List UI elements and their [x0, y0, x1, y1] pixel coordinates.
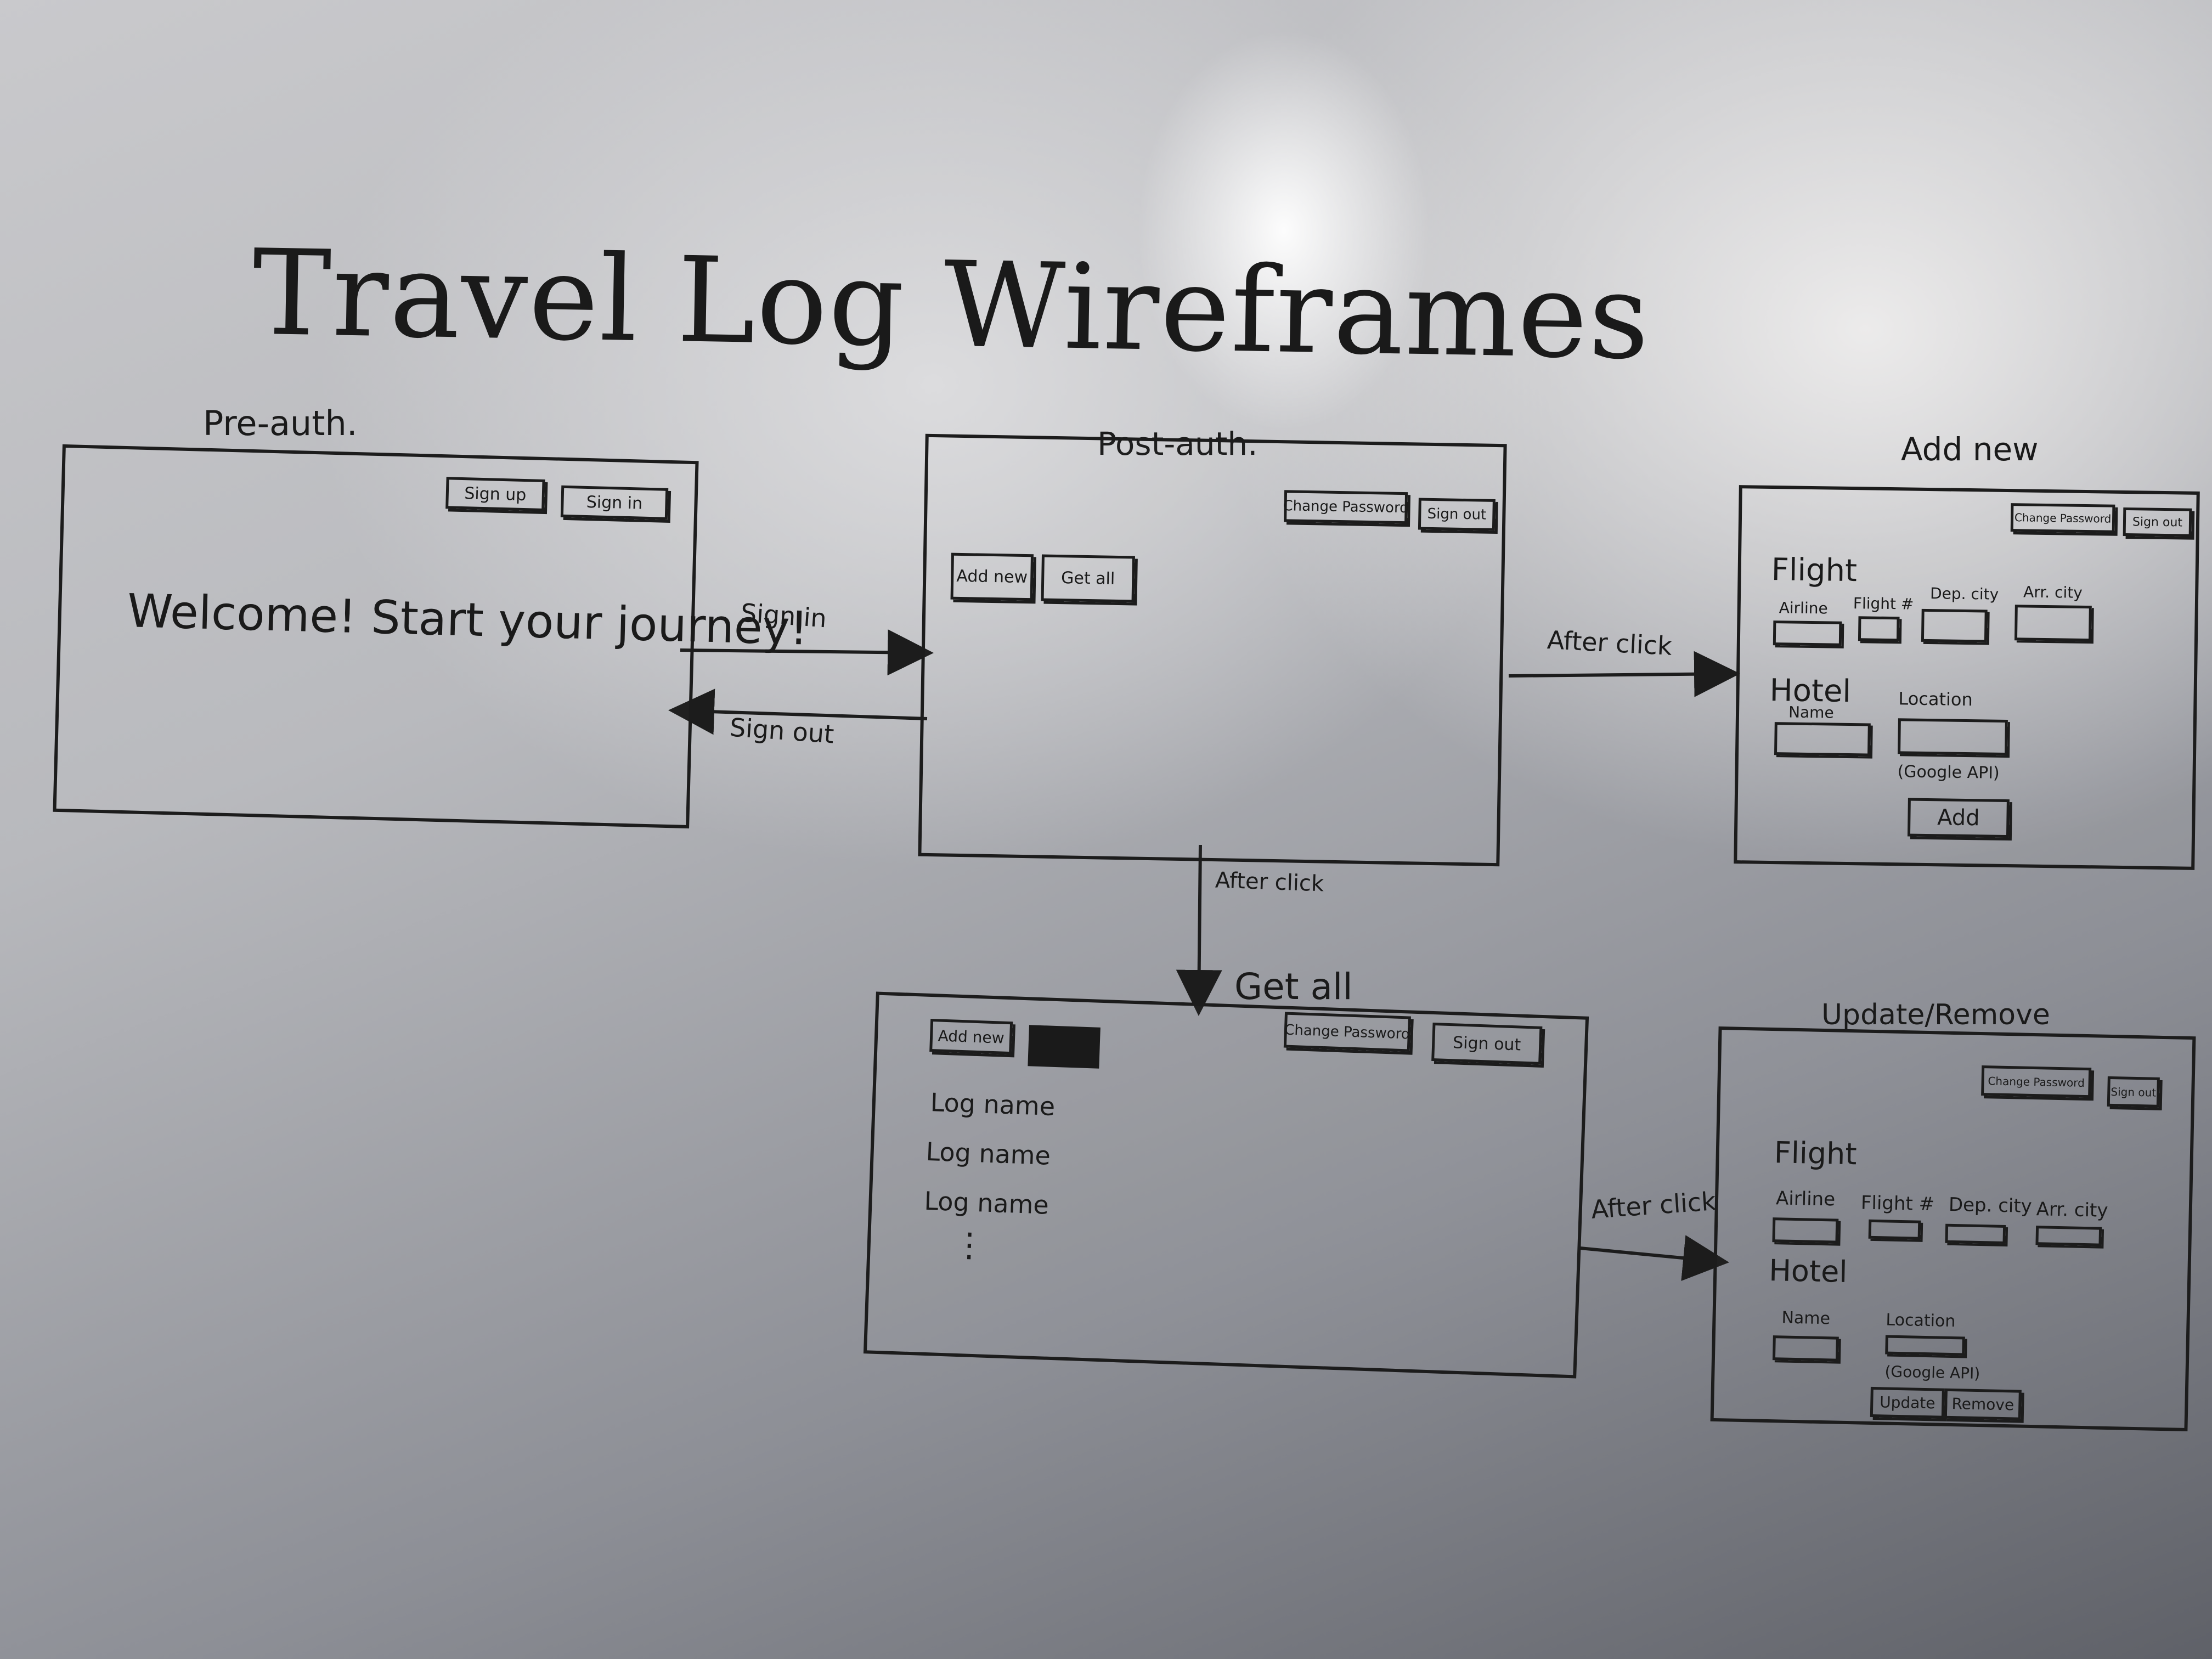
sign-out-button[interactable]: Sign out	[2107, 1076, 2160, 1108]
post-auth-frame: Change Password Sign out Add new Get all	[918, 433, 1507, 867]
flight-number-input[interactable]	[1868, 1219, 1921, 1240]
dep-city-input[interactable]	[1921, 608, 1988, 643]
airline-input[interactable]	[1773, 620, 1842, 646]
change-password-button[interactable]: Change Password	[2010, 503, 2115, 533]
sign-out-button[interactable]: Sign out	[1418, 498, 1496, 531]
log-name-item[interactable]: Log name	[929, 1087, 1056, 1122]
remove-button[interactable]: Remove	[1944, 1388, 2022, 1420]
pre-auth-label: Pre-auth.	[203, 403, 358, 443]
add-new-button[interactable]: Add new	[929, 1019, 1013, 1055]
get-all-button[interactable]: Get all	[1041, 554, 1135, 603]
get-all-frame: Add new Change Password Sign out Log nam…	[863, 991, 1589, 1379]
sign-out-arrow	[668, 689, 928, 735]
airline-label: Airline	[1779, 599, 1828, 618]
sign-up-button[interactable]: Sign up	[445, 477, 545, 511]
flight-number-input[interactable]	[1858, 616, 1900, 642]
more-items-ellipsis: ⋮	[952, 1225, 987, 1265]
dep-city-label: Dep. city	[1929, 584, 1999, 603]
add-new-button[interactable]: Add new	[950, 552, 1034, 601]
google-api-note: (Google API)	[1897, 762, 2000, 783]
after-click-bottom-arrow	[1579, 1235, 1729, 1281]
change-password-button[interactable]: Change Password	[1283, 490, 1409, 524]
get-all-button-selected[interactable]	[1028, 1025, 1101, 1069]
location-input[interactable]	[1898, 718, 2008, 756]
location-label: Location	[1898, 688, 1973, 710]
after-click-down-arrow	[1176, 844, 1222, 1016]
location-label: Location	[1886, 1310, 1956, 1331]
flight-section-title: Flight	[1771, 552, 1858, 589]
add-new-frame: Change Password Sign out Flight Airline …	[1734, 485, 2200, 870]
change-password-button[interactable]: Change Password	[1283, 1012, 1411, 1052]
get-all-screen-label: Get all	[1234, 966, 1353, 1008]
arr-city-label: Arr. city	[2036, 1198, 2108, 1222]
update-button[interactable]: Update	[1870, 1386, 1945, 1419]
hotel-name-label: Name	[1781, 1308, 1831, 1329]
hotel-section-title: Hotel	[1768, 1252, 1848, 1289]
add-button[interactable]: Add	[1907, 798, 2010, 838]
after-click-down-label: After click	[1215, 867, 1324, 897]
dep-city-label: Dep. city	[1948, 1193, 2033, 1217]
dep-city-input[interactable]	[1945, 1223, 2006, 1245]
arr-city-label: Arr. city	[2023, 583, 2083, 602]
arr-city-input[interactable]	[2014, 605, 2092, 642]
hotel-name-input[interactable]	[1774, 722, 1871, 757]
sign-out-button[interactable]: Sign out	[1431, 1022, 1543, 1065]
location-input[interactable]	[1885, 1335, 1965, 1356]
pre-auth-frame: Sign up Sign in Welcome! Start your jour…	[53, 444, 809, 829]
log-name-item[interactable]: Log name	[925, 1136, 1051, 1171]
flight-section-title: Flight	[1774, 1135, 1858, 1172]
hotel-name-label: Name	[1788, 703, 1834, 722]
sign-out-button[interactable]: Sign out	[2123, 507, 2192, 537]
hotel-name-input[interactable]	[1772, 1335, 1839, 1362]
update-remove-frame: Change Password Sign out Flight Airline …	[1710, 1026, 2196, 1432]
google-api-note: (Google API)	[1884, 1362, 1980, 1383]
sign-in-button[interactable]: Sign in	[560, 485, 669, 520]
airline-label: Airline	[1775, 1187, 1836, 1211]
after-click-right-arrow	[1508, 651, 1740, 697]
arr-city-input[interactable]	[2035, 1226, 2102, 1246]
change-password-button[interactable]: Change Password	[1981, 1065, 2092, 1098]
flight-number-label: Flight #	[1853, 594, 1914, 613]
post-auth-label: Post-auth.	[1097, 425, 1258, 462]
airline-input[interactable]	[1772, 1217, 1839, 1244]
log-name-item[interactable]: Log name	[923, 1186, 1049, 1220]
sign-in-arrow	[680, 629, 934, 676]
flight-number-label: Flight #	[1860, 1192, 1935, 1216]
update-remove-screen-label: Update/Remove	[1821, 998, 2050, 1031]
add-new-screen-label: Add new	[1901, 431, 2039, 468]
